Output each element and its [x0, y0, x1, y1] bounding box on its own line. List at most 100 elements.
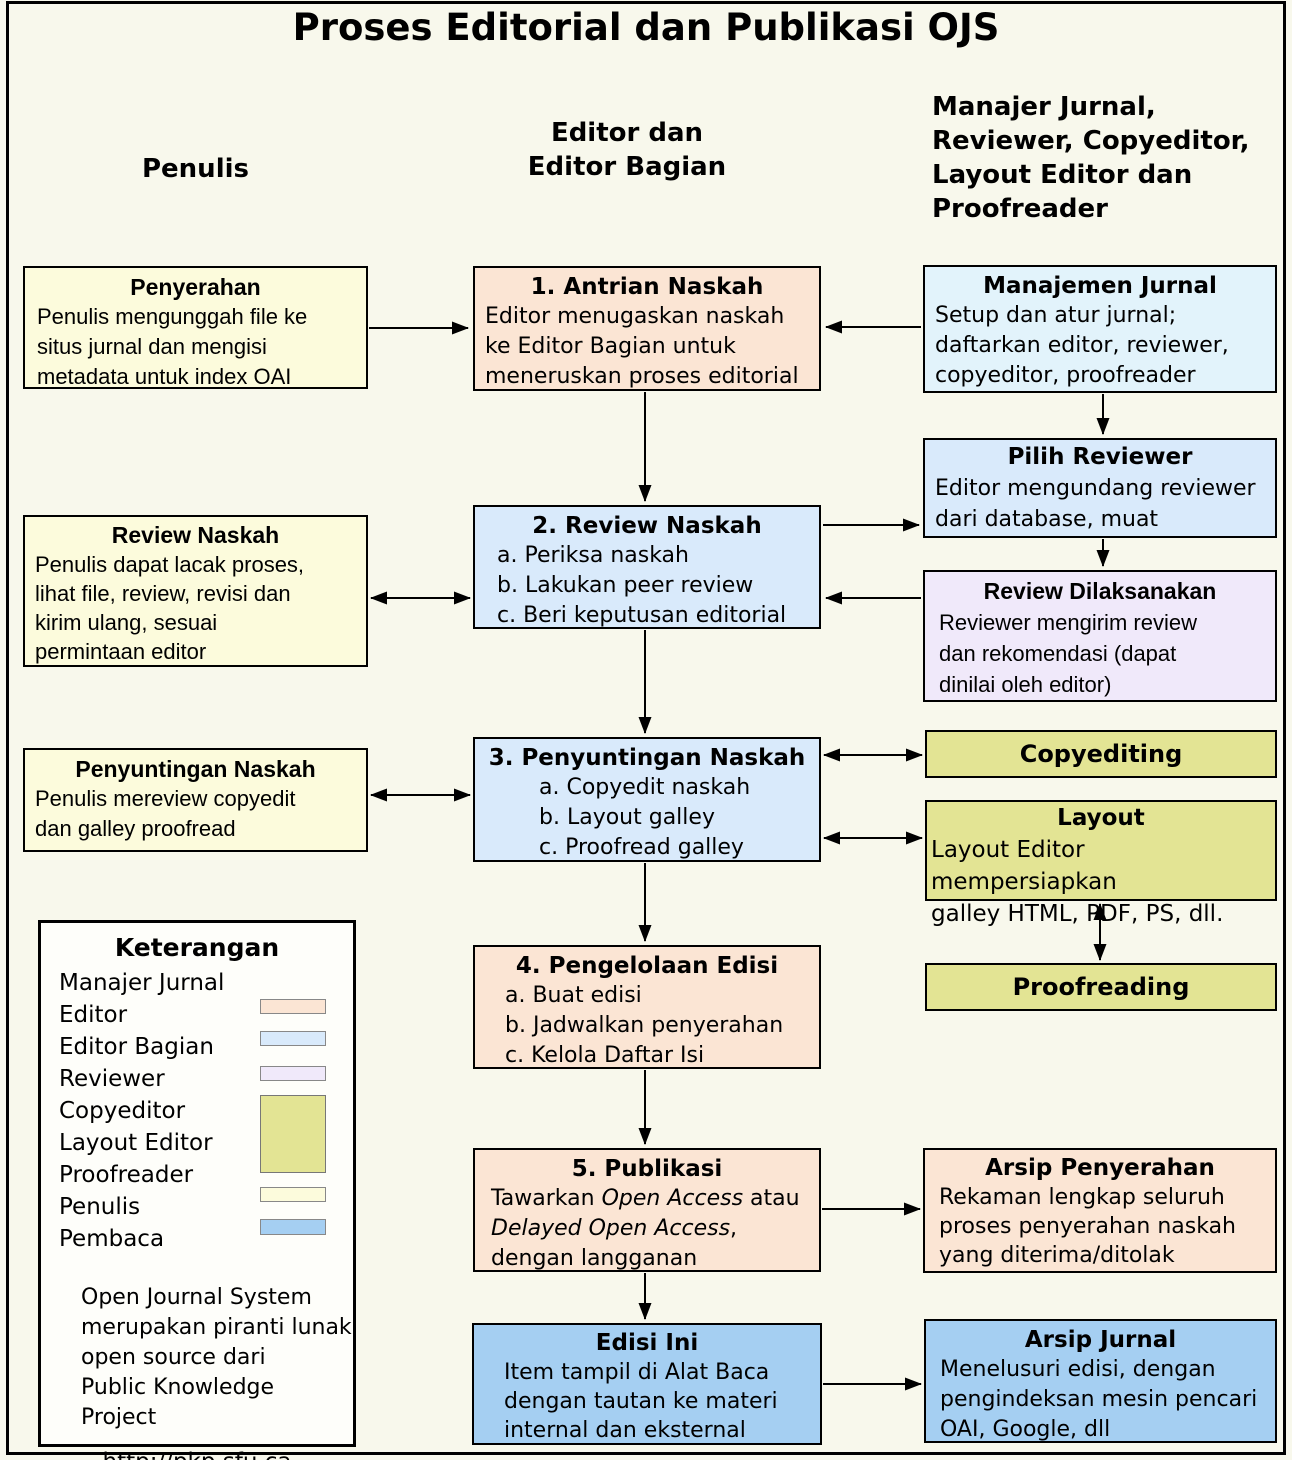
- box-title: Penyuntingan Naskah: [75, 756, 316, 782]
- legend-footer-line: Public Knowledge Project: [81, 1375, 275, 1430]
- legend-item-proofreader: Proofreader: [59, 1162, 194, 1188]
- box-line: Item tampil di Alat Baca: [504, 1360, 770, 1385]
- legend-swatch-pembaca: [260, 1219, 326, 1235]
- column-header-manajer-line: Layout Editor dan: [932, 160, 1193, 190]
- legend-swatch-editor-bagian: [260, 1031, 326, 1046]
- legend-item-editor-bagian: Editor Bagian: [59, 1034, 214, 1060]
- box-title: Copyediting: [1019, 740, 1183, 768]
- box-title: 3. Penyuntingan Naskah: [488, 745, 806, 771]
- box-line: meneruskan proses editorial: [485, 364, 799, 389]
- box-copyediting: Copyediting: [925, 730, 1277, 778]
- box-line: OAI, Google, dll: [940, 1417, 1111, 1442]
- legend-item-reviewer: Reviewer: [59, 1066, 165, 1092]
- box-manajemen-jurnal: Manajemen Jurnal Setup dan atur jurnal; …: [923, 265, 1277, 393]
- box-arsip-penyerahan: Arsip Penyerahan Rekaman lengkap seluruh…: [923, 1148, 1277, 1273]
- box-publikasi: 5. Publikasi Tawarkan Open Access atau D…: [473, 1148, 821, 1272]
- box-line: metadata untuk index OAI: [37, 364, 292, 389]
- legend-footer-line: open source dari: [81, 1345, 266, 1370]
- box-penyuntingan-naskah-penulis: Penyuntingan Naskah Penulis mereview cop…: [23, 748, 368, 852]
- box-title: 1. Antrian Naskah: [530, 274, 764, 300]
- box-line: b. Jadwalkan penyerahan: [505, 1013, 784, 1038]
- legend-footer-line: merupakan piranti lunak: [81, 1315, 352, 1340]
- legend-swatch-reviewer: [260, 1066, 326, 1081]
- box-line: Delayed Open Access,: [475, 1214, 819, 1244]
- box-line: Penulis mengunggah file ke: [37, 304, 308, 329]
- box-line: daftarkan editor, reviewer,: [935, 333, 1229, 358]
- box-line: galley HTML, PDF, PS, dll.: [931, 901, 1224, 927]
- box-antrian-naskah: 1. Antrian Naskah Editor menugaskan nask…: [473, 266, 821, 391]
- box-line: a. Periksa naskah: [497, 543, 689, 568]
- box-line: c. Kelola Daftar Isi: [505, 1043, 705, 1068]
- column-header-editor: Editor dan Editor Bagian: [453, 116, 801, 184]
- legend-footer-line: Open Journal System: [81, 1285, 312, 1310]
- box-title: Layout: [1057, 805, 1145, 831]
- box-line: Editor mengundang reviewer: [935, 476, 1256, 501]
- box-line: ke Editor Bagian untuk: [485, 334, 736, 359]
- box-title: Penyerahan: [130, 274, 261, 300]
- box-title: Manajemen Jurnal: [983, 273, 1217, 299]
- box-line: dengan tautan ke materi: [504, 1389, 778, 1414]
- box-line: copyeditor, proofreader: [935, 363, 1196, 388]
- column-header-editor-line: Editor dan: [550, 118, 704, 148]
- box-line: kirim ulang, sesuai: [35, 610, 218, 635]
- legend-title: Keterangan: [114, 933, 280, 962]
- legend-item-layout-editor: Layout Editor: [59, 1130, 213, 1156]
- box-line: Setup dan atur jurnal;: [935, 303, 1177, 328]
- column-header-editor-line: Editor Bagian: [527, 152, 727, 182]
- box-line: a. Buat edisi: [505, 983, 642, 1008]
- box-line: situs jurnal dan mengisi: [37, 334, 267, 359]
- box-title: 5. Publikasi: [571, 1156, 723, 1182]
- box-line: proses penyerahan naskah: [939, 1214, 1236, 1239]
- box-penyuntingan-naskah-3: 3. Penyuntingan Naskah a. Copyedit naska…: [473, 737, 821, 862]
- text-segment: ,: [730, 1216, 738, 1241]
- box-pilih-reviewer: Pilih Reviewer Editor mengundang reviewe…: [923, 438, 1277, 538]
- box-line: Tawarkan Open Access atau: [475, 1184, 819, 1214]
- legend-item-copyeditor: Copyeditor: [59, 1098, 186, 1124]
- box-line: Layout Editor mempersiapkan: [931, 837, 1117, 895]
- box-line: Menelusuri edisi, dengan: [940, 1357, 1216, 1382]
- box-title: Edisi Ini: [595, 1330, 699, 1356]
- box-line: c. Beri keputusan editorial: [497, 603, 787, 628]
- box-line: dengan langganan: [491, 1246, 698, 1271]
- box-title: Pilih Reviewer: [1007, 444, 1193, 470]
- box-line: Penulis dapat lacak proses,: [35, 552, 305, 577]
- box-line: dinilai oleh editor): [939, 672, 1112, 697]
- box-penyerahan: Penyerahan Penulis mengunggah file ke si…: [23, 266, 368, 389]
- column-header-manajer-line: Proofreader: [932, 194, 1108, 224]
- box-line: dan rekomendasi (dapat: [939, 641, 1177, 666]
- box-line: yang diterima/ditolak: [939, 1243, 1175, 1268]
- legend-swatch-penulis: [260, 1187, 326, 1202]
- box-line: b. Lakukan peer review: [497, 573, 754, 598]
- legend-swatch-copyeditor-layout-proofreader: [260, 1095, 326, 1173]
- legend-item-editor: Editor: [59, 1002, 128, 1028]
- box-title: 2. Review Naskah: [532, 513, 762, 539]
- box-title: Review Dilaksanakan: [983, 578, 1217, 604]
- box-line: a. Copyedit naskah: [539, 775, 751, 800]
- legend: Keterangan Manajer Jurnal Editor Editor …: [38, 920, 356, 1460]
- legend-swatch-editor: [260, 999, 326, 1014]
- box-title: 4. Pengelolaan Edisi: [515, 953, 779, 979]
- column-header-manajer: Manajer Jurnal, Reviewer, Copyeditor, La…: [932, 90, 1292, 226]
- box-line: Penulis mereview copyedit: [35, 786, 296, 811]
- box-review-naskah-2: 2. Review Naskah a. Periksa naskah b. La…: [473, 505, 821, 629]
- box-layout: Layout Layout Editor mempersiapkan galle…: [925, 800, 1277, 927]
- box-review-dilaksanakan: Review Dilaksanakan Reviewer mengirim re…: [923, 570, 1277, 702]
- box-line: Editor menugaskan naskah: [485, 304, 785, 329]
- box-review-naskah-penulis: Review Naskah Penulis dapat lacak proses…: [23, 515, 368, 667]
- legend-item-pembaca: Pembaca: [59, 1226, 165, 1252]
- box-title: Arsip Penyerahan: [985, 1155, 1215, 1181]
- column-header-manajer-line: Manajer Jurnal,: [932, 92, 1156, 122]
- box-pengelolaan-edisi: 4. Pengelolaan Edisi a. Buat edisi b. Ja…: [473, 945, 821, 1069]
- box-line: dari database, muat: [935, 507, 1159, 532]
- text-segment: Tawarkan: [491, 1186, 602, 1211]
- box-line: permintaan editor: [35, 639, 207, 664]
- box-edisi-ini: Edisi Ini Item tampil di Alat Baca denga…: [472, 1323, 822, 1445]
- diagram-title: Proses Editorial dan Publikasi OJS: [292, 6, 1000, 49]
- box-line: c. Proofread galley: [539, 835, 744, 860]
- box-line: internal dan eksternal: [504, 1418, 746, 1443]
- box-line: dan galley proofread: [35, 816, 236, 841]
- column-header-manajer-line: Reviewer, Copyeditor,: [932, 126, 1250, 156]
- legend-url: http://pkp.sfu.ca: [41, 1449, 353, 1460]
- legend-item-penulis: Penulis: [59, 1194, 141, 1220]
